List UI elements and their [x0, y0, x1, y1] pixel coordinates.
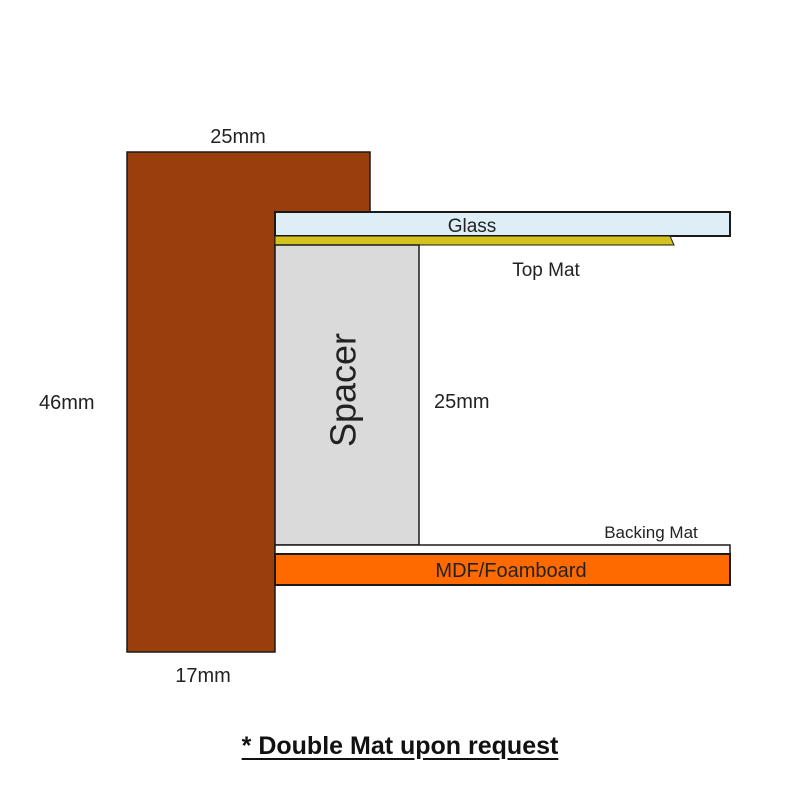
frame-bottom-width-dimension: 17mm [175, 665, 231, 687]
backing-board-label: MDF/Foamboard [435, 560, 586, 582]
backing-mat-label: Backing Mat [604, 523, 698, 542]
top-mat-layer [274, 235, 675, 246]
top-mat-label: Top Mat [512, 260, 580, 281]
spacer-layer [274, 244, 420, 546]
footnote-text: * Double Mat upon request [241, 732, 559, 760]
backing-mat-layer [274, 544, 731, 555]
spacer-depth-dimension: 25mm [434, 391, 490, 413]
frame-top-width-dimension: 25mm [210, 126, 266, 148]
frame-height-dimension: 46mm [39, 392, 95, 414]
spacer-label: Spacer [323, 333, 364, 447]
glass-layer [274, 211, 731, 237]
double-mat-footnote: * Double Mat upon request [0, 732, 800, 761]
backing-board-layer [274, 553, 731, 586]
glass-label: Glass [448, 216, 497, 237]
